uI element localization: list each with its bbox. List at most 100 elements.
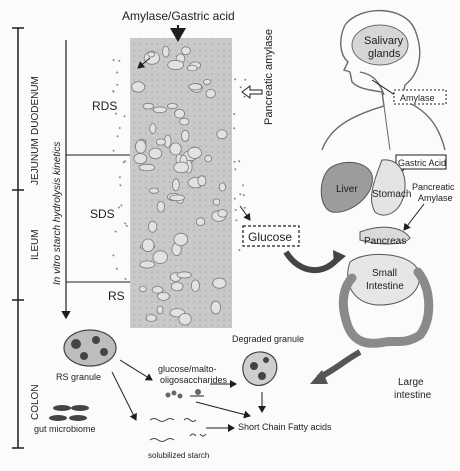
glucose-particle bbox=[113, 150, 115, 152]
glucose-particle bbox=[234, 161, 236, 163]
rs-to-solubilized-arrow bbox=[112, 372, 136, 420]
glucose-particle bbox=[117, 135, 119, 137]
label-intestine: Intestine bbox=[366, 281, 404, 292]
glucose-particle bbox=[244, 207, 246, 209]
label-pancreatic-amylase-right: Amylase bbox=[418, 193, 453, 203]
glucose-particle bbox=[234, 78, 236, 80]
glucose-particle bbox=[119, 184, 121, 186]
label-sds: SDS bbox=[90, 207, 115, 221]
glucose-particle bbox=[233, 127, 235, 129]
starch-granule bbox=[205, 155, 212, 162]
label-gastric-acid: Gastric Acid bbox=[398, 158, 446, 168]
starch-granule bbox=[140, 286, 147, 292]
glucose-particle bbox=[116, 72, 118, 74]
oligo-to-scfa-arrow bbox=[196, 402, 250, 416]
glucose-particle bbox=[244, 79, 246, 81]
starch-granule bbox=[187, 65, 197, 71]
starch-granule bbox=[148, 52, 155, 57]
starch-granule bbox=[149, 148, 162, 159]
glucose-particle bbox=[115, 231, 117, 233]
glucose-particle bbox=[123, 161, 125, 163]
starch-granule bbox=[189, 84, 202, 90]
solubilized-starch-shapes bbox=[150, 419, 206, 442]
starch-granule bbox=[206, 89, 215, 97]
glucose-to-liver-arrow bbox=[286, 252, 338, 270]
starch-granule bbox=[198, 176, 206, 186]
label-scfa: Short Chain Fatty acids bbox=[238, 422, 332, 432]
label-rs: RS bbox=[108, 289, 125, 303]
glucose-particle bbox=[126, 225, 128, 227]
label-gut-microbiome: gut microbiome bbox=[34, 424, 96, 434]
rs-to-oligo-arrow bbox=[120, 360, 152, 380]
glucose-particle bbox=[119, 127, 121, 129]
glucose-particle bbox=[238, 249, 240, 251]
glucose-particle bbox=[112, 254, 114, 256]
glucose-particle bbox=[235, 219, 237, 221]
glucose-particle bbox=[243, 194, 245, 196]
starch-granule bbox=[191, 280, 199, 292]
small-intestine-shape bbox=[348, 254, 420, 305]
starch-granule bbox=[188, 147, 202, 158]
starch-granule bbox=[196, 218, 205, 226]
label-pancreatic-amylase: Pancreatic amylase bbox=[263, 29, 275, 125]
starch-granule bbox=[157, 306, 163, 314]
glucose-particle bbox=[118, 207, 120, 209]
starch-granule bbox=[134, 154, 147, 164]
starch-granule bbox=[139, 164, 155, 171]
starch-granule bbox=[174, 162, 189, 173]
label-solubilized: solubilized starch bbox=[148, 451, 209, 460]
starch-granule bbox=[163, 46, 170, 57]
starch-granule bbox=[219, 183, 225, 191]
starch-granule bbox=[175, 109, 185, 118]
starch-granule bbox=[142, 239, 154, 252]
stomach-shape bbox=[371, 160, 405, 215]
glucose-particle bbox=[125, 278, 127, 280]
label-rds: RDS bbox=[92, 99, 117, 113]
starch-granule bbox=[168, 60, 184, 69]
glucose-particle bbox=[233, 113, 235, 115]
glucose-particle bbox=[118, 60, 120, 62]
label-glands: glands bbox=[368, 48, 401, 60]
label-glucose: Glucose bbox=[248, 230, 292, 244]
label-degraded: Degraded granule bbox=[232, 334, 304, 344]
glucose-particle bbox=[240, 86, 242, 88]
degraded-granule-shape bbox=[243, 352, 277, 385]
label-large: Large bbox=[398, 377, 424, 388]
glucose-particle bbox=[115, 113, 117, 115]
glucose-particle bbox=[235, 209, 237, 211]
glucose-particle bbox=[242, 184, 244, 186]
starch-granule bbox=[218, 210, 227, 218]
starch-granule bbox=[177, 272, 191, 278]
label-duodenum: DUODENUM bbox=[30, 76, 41, 135]
starch-granule bbox=[132, 82, 145, 93]
starch-granule bbox=[213, 278, 226, 288]
starch-granule bbox=[140, 261, 155, 268]
starch-granule bbox=[146, 315, 156, 322]
starch-granule bbox=[150, 124, 156, 134]
starch-granule bbox=[181, 47, 190, 55]
header-title: Amylase/Gastric acid bbox=[122, 9, 235, 23]
starch-granule bbox=[149, 188, 158, 193]
label-oligo-1: glucose/malto- bbox=[158, 364, 217, 374]
starch-granule bbox=[157, 201, 164, 212]
starch-granule bbox=[167, 104, 177, 109]
label-salivary: Salivary bbox=[364, 35, 404, 47]
glucose-particle bbox=[234, 168, 236, 170]
starch-granule bbox=[213, 199, 220, 205]
starch-granule bbox=[181, 130, 189, 141]
starch-granule bbox=[143, 103, 154, 109]
glucose-arrowhead bbox=[333, 250, 346, 266]
glucose-particle bbox=[239, 193, 241, 195]
glucose-particle bbox=[120, 204, 122, 206]
starch-granule bbox=[171, 282, 183, 291]
starch-granule bbox=[158, 292, 170, 300]
oligosaccharide-shapes bbox=[166, 389, 205, 399]
label-stomach: Stomach bbox=[372, 189, 411, 200]
label-ileum: ILEUM bbox=[30, 229, 41, 260]
starch-granule bbox=[153, 107, 166, 113]
starch-granule bbox=[173, 179, 180, 191]
rs-granule-shape bbox=[64, 330, 116, 366]
glucose-particle bbox=[116, 268, 118, 270]
starch-granule bbox=[217, 130, 227, 139]
